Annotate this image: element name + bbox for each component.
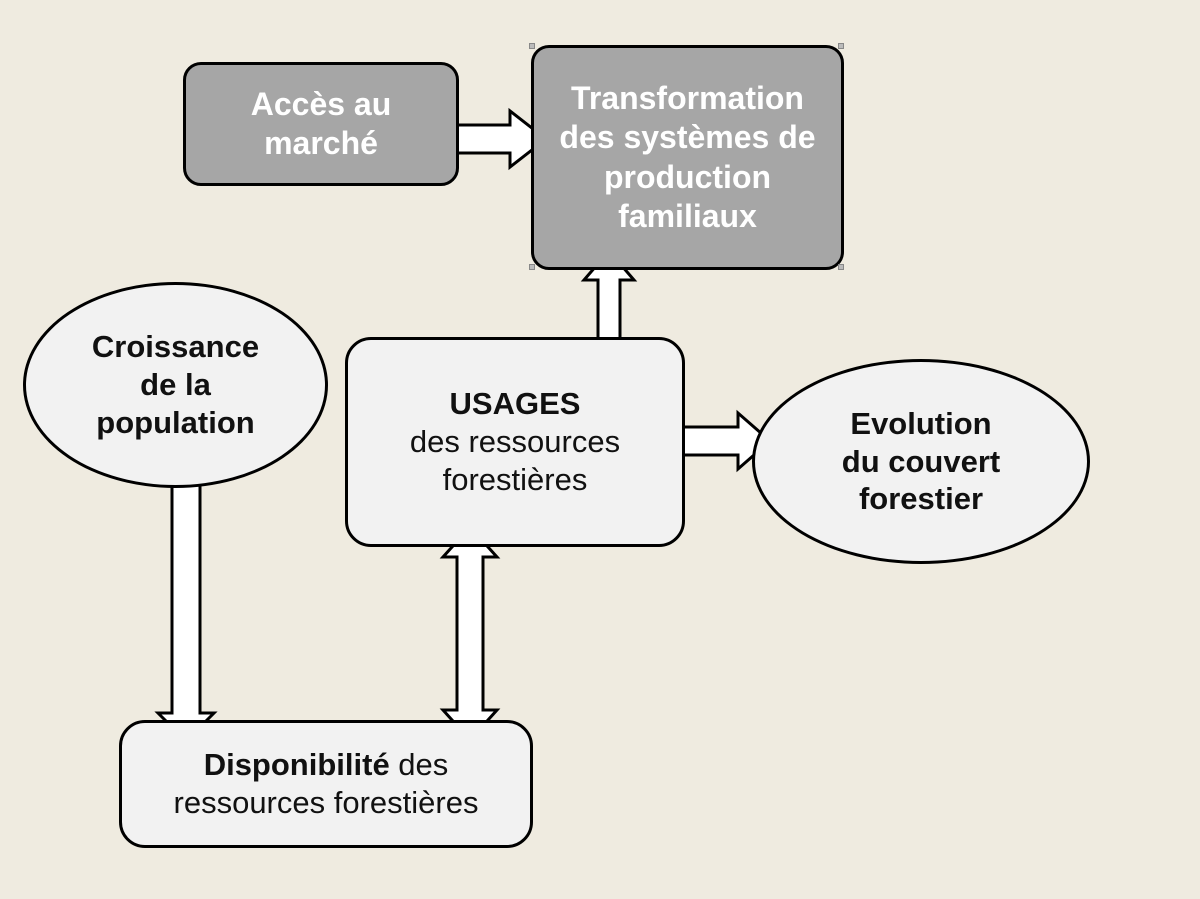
node-croissance-line-3: population xyxy=(96,404,255,440)
node-disponibilite: Disponibilité des ressources forestières xyxy=(119,720,533,848)
node-disponibilite-line-1: Disponibilité des xyxy=(204,746,449,784)
node-disponibilite-line-2: ressources forestières xyxy=(173,785,479,820)
node-croissance-line-1: Croissance xyxy=(91,329,260,365)
node-usages-line-1: des ressources xyxy=(409,424,621,460)
node-evolution-line-1: Evolution xyxy=(850,405,992,441)
node-transformation-line-1: Transformation xyxy=(571,80,804,117)
selection-handle xyxy=(838,264,844,270)
arrow-disponibilite-usages xyxy=(439,524,501,743)
selection-handle xyxy=(529,43,535,49)
node-croissance-population: Croissance de la population xyxy=(23,282,328,488)
node-acces-marche: Accès au marché xyxy=(183,62,459,186)
node-acces-marche-line-1: Accès au xyxy=(250,85,392,122)
selection-handle xyxy=(838,43,844,49)
node-usages: USAGES des ressources forestières xyxy=(345,337,685,547)
node-evolution-couvert: Evolution du couvert forestier xyxy=(752,359,1090,564)
node-transformation-line-2: des systèmes de xyxy=(559,119,816,156)
node-transformation-line-3: production xyxy=(603,158,772,195)
node-croissance-line-2: de la xyxy=(140,367,211,403)
node-usages-title: USAGES xyxy=(449,386,581,422)
node-transformation: Transformation des systèmes de productio… xyxy=(531,45,844,270)
node-transformation-line-4: familiaux xyxy=(618,197,757,234)
node-evolution-line-2: du couvert xyxy=(841,443,1001,479)
node-acces-marche-line-2: marché xyxy=(264,125,378,161)
selection-handle xyxy=(529,264,535,270)
arrow-croissance-to-disponibilite xyxy=(154,468,218,744)
node-disponibilite-bold: Disponibilité xyxy=(203,747,390,783)
node-disponibilite-rest: des xyxy=(389,747,449,783)
node-evolution-line-3: forestier xyxy=(858,481,984,517)
node-usages-line-2: forestières xyxy=(442,461,588,497)
